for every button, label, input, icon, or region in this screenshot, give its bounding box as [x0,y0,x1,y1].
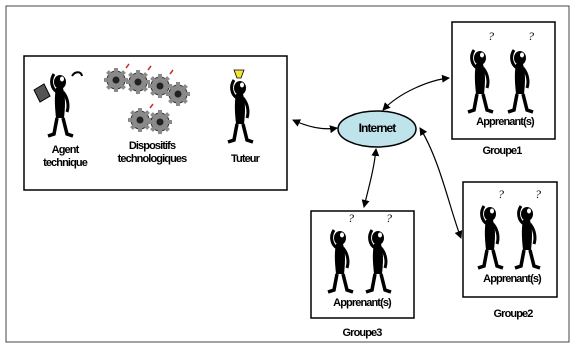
group2-learners-icon: ? ? [476,187,542,270]
svg-text:?: ? [528,29,534,43]
group3-learners-icon: ? ? [326,211,393,294]
svg-text:?: ? [386,211,392,225]
tutor-label: Tuteur [230,153,260,165]
devices-label-line1: Dispositifs [128,140,176,152]
outer-frame [5,5,570,343]
arrow-left-internet [292,119,338,134]
group1-caption: Groupe1 [482,145,523,157]
tutor-icon [226,69,255,144]
group2-box [462,181,558,298]
arrow-internet-group1 [382,74,450,111]
devices-gears-icon [102,63,192,136]
agent-technique-icon [33,71,83,138]
arrow-internet-group3 [361,148,380,208]
group3-box-label: Apprenant(s) [333,297,392,309]
internet-label: Internet [358,121,397,135]
agent-label-line1: Agent [51,144,80,156]
arrow-internet-group2 [419,127,463,239]
svg-text:?: ? [498,187,504,201]
group3-box [310,210,415,319]
group2-caption: Groupe2 [493,308,534,320]
group1-learners-icon: ? ? [466,29,535,114]
group1-box [451,21,556,140]
svg-text:?: ? [535,187,541,201]
svg-text:?: ? [348,211,354,225]
internet-node [337,110,417,148]
group2-box-label: Apprenant(s) [483,273,542,285]
svg-text:?: ? [488,29,494,43]
group1-box-label: Apprenant(s) [476,116,535,128]
group3-caption: Groupe3 [342,327,383,339]
devices-label-line2: technologiques [117,153,188,165]
agent-label-line2: technique [43,157,88,169]
